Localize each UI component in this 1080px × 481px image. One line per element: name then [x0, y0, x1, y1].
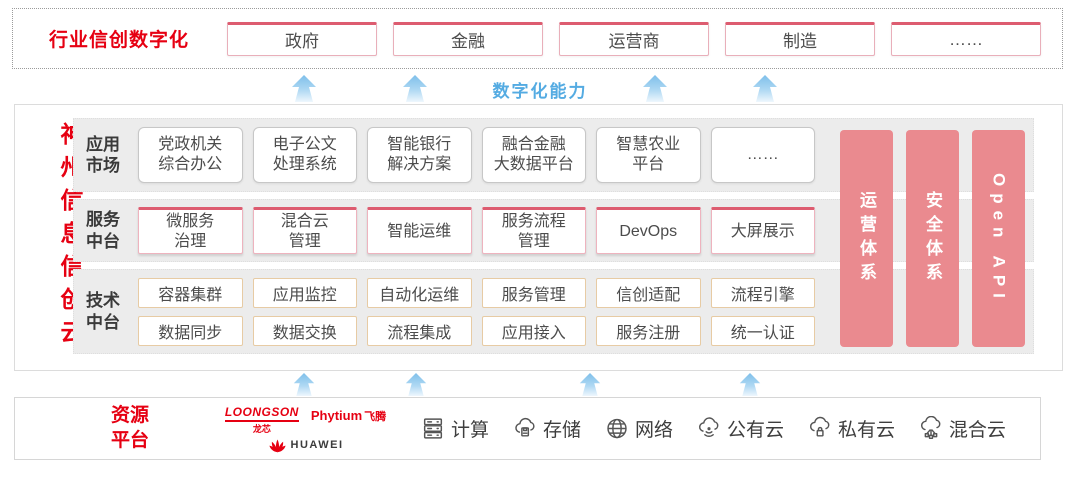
loongson-wordmark: LOONGSON — [224, 405, 299, 422]
resource-item-label: 计算 — [451, 420, 490, 441]
industry-section-title: 行业信创数字化 — [49, 30, 190, 51]
up-arrow-icon — [739, 373, 761, 396]
service-box: DevOps — [596, 207, 701, 254]
resource-item-hybrid-cloud: 混合云 — [918, 415, 1006, 442]
pillar-security-system: 安全体系 — [906, 130, 959, 347]
tech-box: 流程引擎 — [710, 277, 815, 308]
industry-box-manufacturing: 制造 — [725, 21, 875, 56]
tech-box: 服务管理 — [481, 277, 586, 308]
hybrid-cloud-icon — [920, 416, 941, 440]
app-box: 智能银行 解决方案 — [367, 127, 472, 183]
network-globe-icon — [607, 418, 627, 439]
resource-item-label: 公有云 — [726, 420, 784, 441]
huawei-logo: HUAWEI — [268, 438, 344, 453]
resource-item-label: 存储 — [542, 420, 581, 441]
pillar-open-api: Open API — [972, 130, 1025, 347]
resource-item-label: 私有云 — [837, 420, 895, 441]
private-cloud-icon — [809, 416, 830, 437]
up-arrow-icon — [293, 373, 315, 396]
up-arrow-icon — [405, 373, 427, 396]
industry-box-finance: 金融 — [393, 21, 543, 56]
tech-box: 统一认证 — [710, 315, 815, 346]
vendor-logos: LOONGSON 龙芯 Phytium 飞腾 — [213, 405, 398, 453]
resource-section-title: 资源 平台 — [111, 404, 150, 451]
resource-items: 计算 存储 网络 — [420, 415, 1006, 442]
capability-band: 数字化能力 — [0, 69, 1080, 103]
tech-box: 容器集群 — [138, 277, 243, 308]
pillar-list: 运营体系 安全体系 Open API — [840, 130, 1025, 347]
loongson-logo: LOONGSON 龙芯 — [224, 405, 299, 435]
industry-box-telecom: 运营商 — [559, 21, 709, 56]
tech-box: 数据交换 — [252, 315, 357, 346]
phytium-wordmark: Phytium — [310, 407, 363, 423]
up-arrow-icon — [403, 75, 427, 102]
app-box: 智慧农业 平台 — [596, 127, 701, 183]
app-box: 融合金融 大数据平台 — [481, 127, 586, 183]
app-box-more: …… — [710, 127, 815, 183]
tech-box: 数据同步 — [138, 315, 243, 346]
resource-item-compute: 计算 — [420, 415, 489, 442]
tech-box: 信创适配 — [596, 277, 701, 308]
capability-label: 数字化能力 — [492, 82, 588, 101]
up-arrow-icon — [292, 75, 316, 102]
huawei-flower-icon — [268, 439, 286, 452]
industry-box-government: 政府 — [227, 21, 377, 56]
compute-server-icon — [423, 418, 443, 439]
phytium-logo: Phytium 飞腾 — [311, 408, 386, 424]
tech-box: 应用接入 — [481, 315, 586, 346]
app-box: 电子公文 处理系统 — [252, 127, 357, 183]
service-box: 智能运维 — [367, 207, 472, 254]
service-box: 服务流程 管理 — [481, 207, 586, 254]
service-platform-label: 服务 中台 — [86, 210, 120, 251]
tech-platform-boxes: 容器集群 应用监控 自动化运维 服务管理 信创适配 流程引擎 数据同步 数据交换… — [138, 277, 815, 346]
phytium-cn-label: 飞腾 — [364, 410, 387, 423]
service-platform-boxes: 微服务 治理 混合云 管理 智能运维 服务流程 管理 DevOps 大屏展示 — [138, 207, 815, 254]
service-box: 大屏展示 — [710, 207, 815, 254]
tech-box: 自动化运维 — [367, 277, 472, 308]
pillar-operation-system: 运营体系 — [840, 130, 893, 347]
industry-section: 行业信创数字化 政府 金融 运营商 制造 …… — [12, 8, 1063, 69]
resource-item-private-cloud: 私有云 — [807, 415, 895, 442]
up-arrow-icon — [753, 75, 777, 102]
tech-platform-label: 技术 中台 — [86, 291, 120, 332]
resource-item-public-cloud: 公有云 — [696, 415, 784, 442]
industry-box-list: 政府 金融 运营商 制造 …… — [227, 21, 1041, 56]
resource-item-label: 网络 — [634, 420, 673, 441]
up-arrow-icon — [643, 75, 667, 102]
app-market-boxes: 党政机关 综合办公 电子公文 处理系统 智能银行 解决方案 融合金融 大数据平台… — [138, 127, 815, 183]
resource-item-storage: 存储 — [512, 415, 581, 442]
app-market-label: 应用 市场 — [86, 134, 120, 175]
resource-item-network: 网络 — [604, 415, 673, 442]
up-arrow-icon — [579, 373, 601, 396]
app-box: 党政机关 综合办公 — [138, 127, 243, 183]
service-box: 微服务 治理 — [138, 207, 243, 254]
cloud-platform-section: 神州信息信创云 应用 市场 党政机关 综合办公 电子公文 处理系统 智能银行 解… — [14, 104, 1063, 371]
service-box: 混合云 管理 — [252, 207, 357, 254]
tech-box: 服务注册 — [596, 315, 701, 346]
resource-section: 资源 平台 LOONGSON 龙芯 Phytium 飞腾 — [14, 397, 1041, 460]
tech-box: 流程集成 — [367, 315, 472, 346]
resource-arrow-band — [0, 372, 1080, 397]
resource-item-label: 混合云 — [948, 420, 1006, 441]
huawei-wordmark: HUAWEI — [290, 439, 344, 451]
tech-box: 应用监控 — [252, 277, 357, 308]
loongson-cn-label: 龙芯 — [252, 423, 271, 434]
storage-cloud-icon — [515, 417, 535, 437]
public-cloud-icon — [698, 417, 719, 437]
industry-box-more: …… — [891, 21, 1041, 56]
